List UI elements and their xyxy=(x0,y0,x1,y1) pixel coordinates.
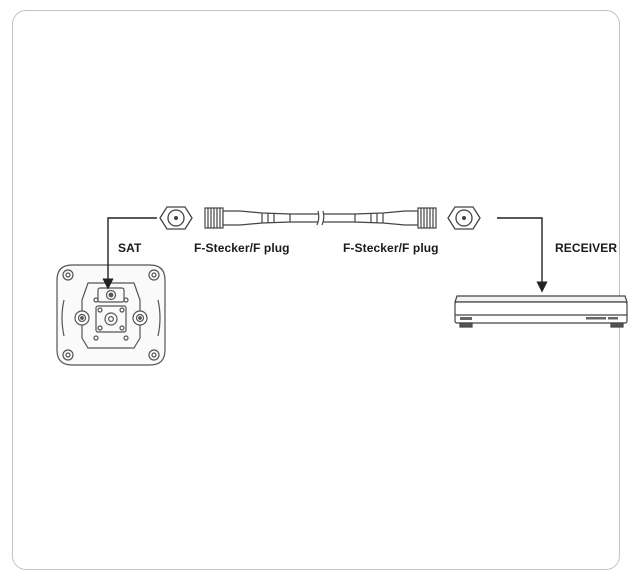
f-connector-end-icon xyxy=(159,206,193,230)
receiver-box-icon xyxy=(454,295,628,328)
arrow-to-receiver xyxy=(497,217,548,293)
receiver-label: RECEIVER xyxy=(555,241,618,255)
f-plug-icon xyxy=(354,207,437,229)
f-plug-left-label: F-Stecker/F plug xyxy=(194,241,290,255)
f-plug-right-label: F-Stecker/F plug xyxy=(343,241,439,255)
wall-socket-icon xyxy=(56,264,166,366)
sat-label: SAT xyxy=(118,241,142,255)
coax-cable-icon xyxy=(290,210,355,226)
connection-diagram xyxy=(56,206,628,366)
f-plug-icon xyxy=(204,207,291,229)
arrow-to-socket xyxy=(102,217,157,290)
f-connector-end-icon xyxy=(447,206,481,230)
